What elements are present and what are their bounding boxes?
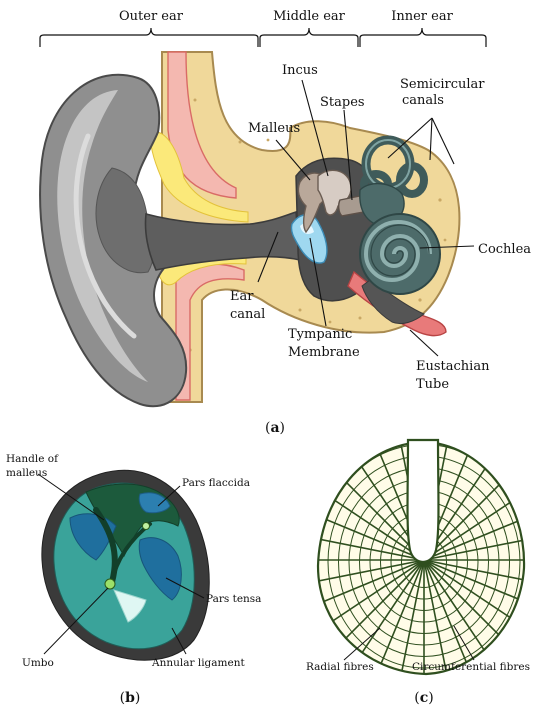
- label-middle-ear: Middle ear: [273, 9, 346, 24]
- label-cochlea: Cochlea: [478, 242, 531, 257]
- label-pars-flaccida: Pars flaccida: [182, 477, 250, 489]
- leader-umbo: [43, 587, 109, 655]
- caption-c: (c): [414, 690, 433, 706]
- panel-a-leader-lines: [257, 79, 475, 357]
- label-semicircular-2: canals: [402, 93, 444, 108]
- section-brackets: [39, 27, 487, 47]
- label-outer-ear: Outer ear: [119, 9, 184, 24]
- label-semicircular-1: Semicircular: [400, 77, 485, 92]
- leader-annular: [171, 627, 187, 655]
- caption-a-open: (: [265, 420, 270, 436]
- leader-semicircular-2: [429, 117, 433, 161]
- radial-fibre: [318, 559, 425, 591]
- label-umbo: Umbo: [22, 657, 54, 669]
- radial-fibre: [423, 559, 525, 645]
- leader-radial-fibres: [343, 627, 381, 661]
- ear-canal: [144, 210, 301, 271]
- radial-fibre: [423, 559, 455, 674]
- label-pars-tensa: Pars tensa: [206, 593, 261, 605]
- caption-b-letter: b: [125, 690, 135, 706]
- leader-pars-tensa: [165, 577, 205, 599]
- leader-ear-canal: [257, 231, 279, 283]
- panel-c-leader-lines: [343, 625, 475, 661]
- caption-b: (b): [120, 690, 141, 706]
- caption-c-open: (: [414, 690, 419, 706]
- panel-c: Radial fibres Circumferential fibres (c): [306, 438, 530, 706]
- radial-fibre: [393, 559, 425, 674]
- leader-eustachian: [409, 329, 439, 357]
- cochlea: [359, 213, 441, 295]
- bracket-inner-ear: [359, 27, 487, 47]
- leader-semicircular-3: [431, 117, 455, 165]
- label-inner-ear: Inner ear: [391, 9, 453, 24]
- eustachian-tube-shadow: [361, 279, 425, 325]
- label-circumferential-fibres: Circumferential fibres: [412, 661, 530, 673]
- panel-a: Outer ear Middle ear Inner ear: [39, 9, 531, 436]
- radial-fibre: [423, 501, 525, 561]
- radial-fibre: [423, 559, 483, 674]
- caption-a: (a): [265, 420, 285, 436]
- panel-b: Handle of malleus Pars flaccida Pars ten…: [6, 453, 261, 706]
- label-eustachian-2: Tube: [416, 377, 449, 392]
- caption-c-letter: c: [420, 690, 429, 706]
- label-malleus: Malleus: [248, 121, 300, 136]
- radial-fibre: [423, 559, 525, 591]
- label-handle-of-1: Handle of: [6, 453, 59, 465]
- leader-malleus: [275, 139, 311, 181]
- radial-fibre: [318, 559, 425, 619]
- label-radial-fibres: Radial fibres: [306, 661, 374, 673]
- caption-b-close: ): [135, 690, 140, 706]
- leader-handle-of-malleus: [37, 473, 105, 521]
- caption-a-close: ): [280, 420, 285, 436]
- radial-fibre: [423, 559, 525, 619]
- label-ear-canal-1: Ear: [230, 289, 254, 304]
- label-tympanic-1: Tympanic: [288, 327, 352, 342]
- leader-incus: [301, 79, 329, 177]
- label-incus: Incus: [282, 63, 318, 78]
- bracket-middle-ear: [259, 27, 359, 47]
- radial-fibre: [318, 501, 425, 561]
- fat-layer-upper: [149, 131, 249, 223]
- leader-tympanic: [309, 237, 327, 327]
- leader-cochlea: [419, 245, 475, 249]
- label-tympanic-2: Membrane: [288, 345, 360, 360]
- caption-b-open: (: [120, 690, 125, 706]
- umbo-dot: [104, 578, 116, 590]
- leader-stapes: [343, 109, 353, 201]
- label-ear-canal-2: canal: [230, 307, 265, 322]
- radial-fibre: [423, 475, 525, 561]
- pinna-concha: [95, 167, 155, 274]
- bracket-outer-ear: [39, 27, 259, 47]
- radial-fibre: [365, 559, 425, 674]
- pars-flaccida-lobe: [138, 492, 171, 514]
- label-stapes: Stapes: [320, 95, 365, 110]
- leader-semicircular-1: [387, 117, 433, 159]
- label-annular-ligament: Annular ligament: [151, 657, 245, 669]
- panel-b-leader-lines: [37, 473, 205, 655]
- caption-c-close: ): [428, 690, 433, 706]
- leader-circumferential-fibres: [453, 625, 475, 661]
- cone-of-light: [113, 589, 147, 623]
- fibre-notch: [406, 438, 440, 564]
- caption-a-letter: a: [270, 420, 279, 436]
- leader-pars-flaccida: [157, 485, 181, 507]
- pars-tensa-right: [138, 537, 182, 601]
- label-handle-of-2: malleus: [6, 467, 47, 479]
- label-eustachian-1: Eustachian: [416, 359, 490, 374]
- flaccida-dot: [142, 522, 150, 530]
- pinna-antihelix: [73, 133, 137, 339]
